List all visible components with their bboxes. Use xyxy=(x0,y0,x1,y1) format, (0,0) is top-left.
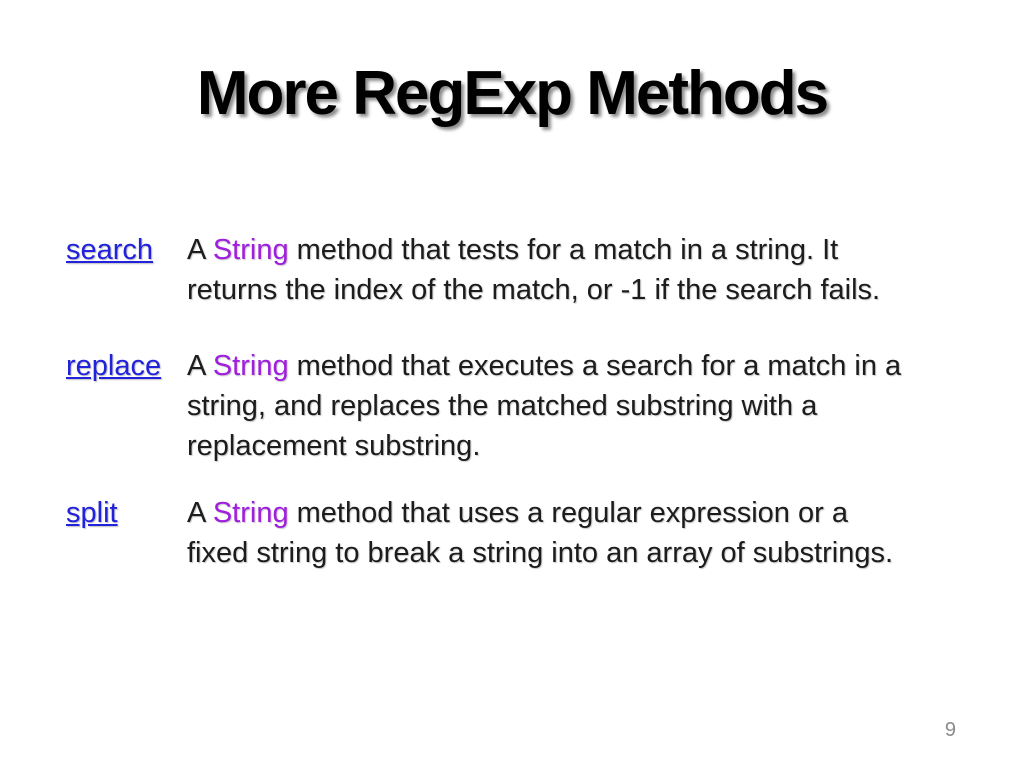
method-term: search xyxy=(66,230,187,270)
keyword-string: String xyxy=(212,497,289,529)
description-prefix: A xyxy=(187,497,213,529)
method-link-search[interactable]: search xyxy=(66,234,154,266)
keyword-string: String xyxy=(212,350,289,382)
method-description-search: A String method that tests for a match i… xyxy=(187,230,912,310)
description-prefix: A xyxy=(187,350,213,382)
method-link-replace[interactable]: replace xyxy=(66,350,162,382)
method-row-search: search A String method that tests for a … xyxy=(66,230,946,310)
page-title: More RegExp Methods xyxy=(196,59,829,128)
method-link-split[interactable]: split xyxy=(66,497,118,529)
description-rest: method that uses a regular expression or… xyxy=(187,497,894,569)
method-row-replace: replace A String method that executes a … xyxy=(66,346,946,466)
description-rest: method that tests for a match in a strin… xyxy=(187,234,881,306)
methods-list: search A String method that tests for a … xyxy=(66,230,946,573)
method-term: replace xyxy=(66,346,187,386)
keyword-string: String xyxy=(212,234,289,266)
page-number: 9 xyxy=(944,719,956,741)
method-row-split: split A String method that uses a regula… xyxy=(66,493,946,573)
method-description-replace: A String method that executes a search f… xyxy=(187,346,912,466)
method-description-split: A String method that uses a regular expr… xyxy=(187,493,912,573)
method-term: split xyxy=(66,493,187,533)
description-prefix: A xyxy=(187,234,213,266)
description-rest: method that executes a search for a matc… xyxy=(187,350,902,462)
